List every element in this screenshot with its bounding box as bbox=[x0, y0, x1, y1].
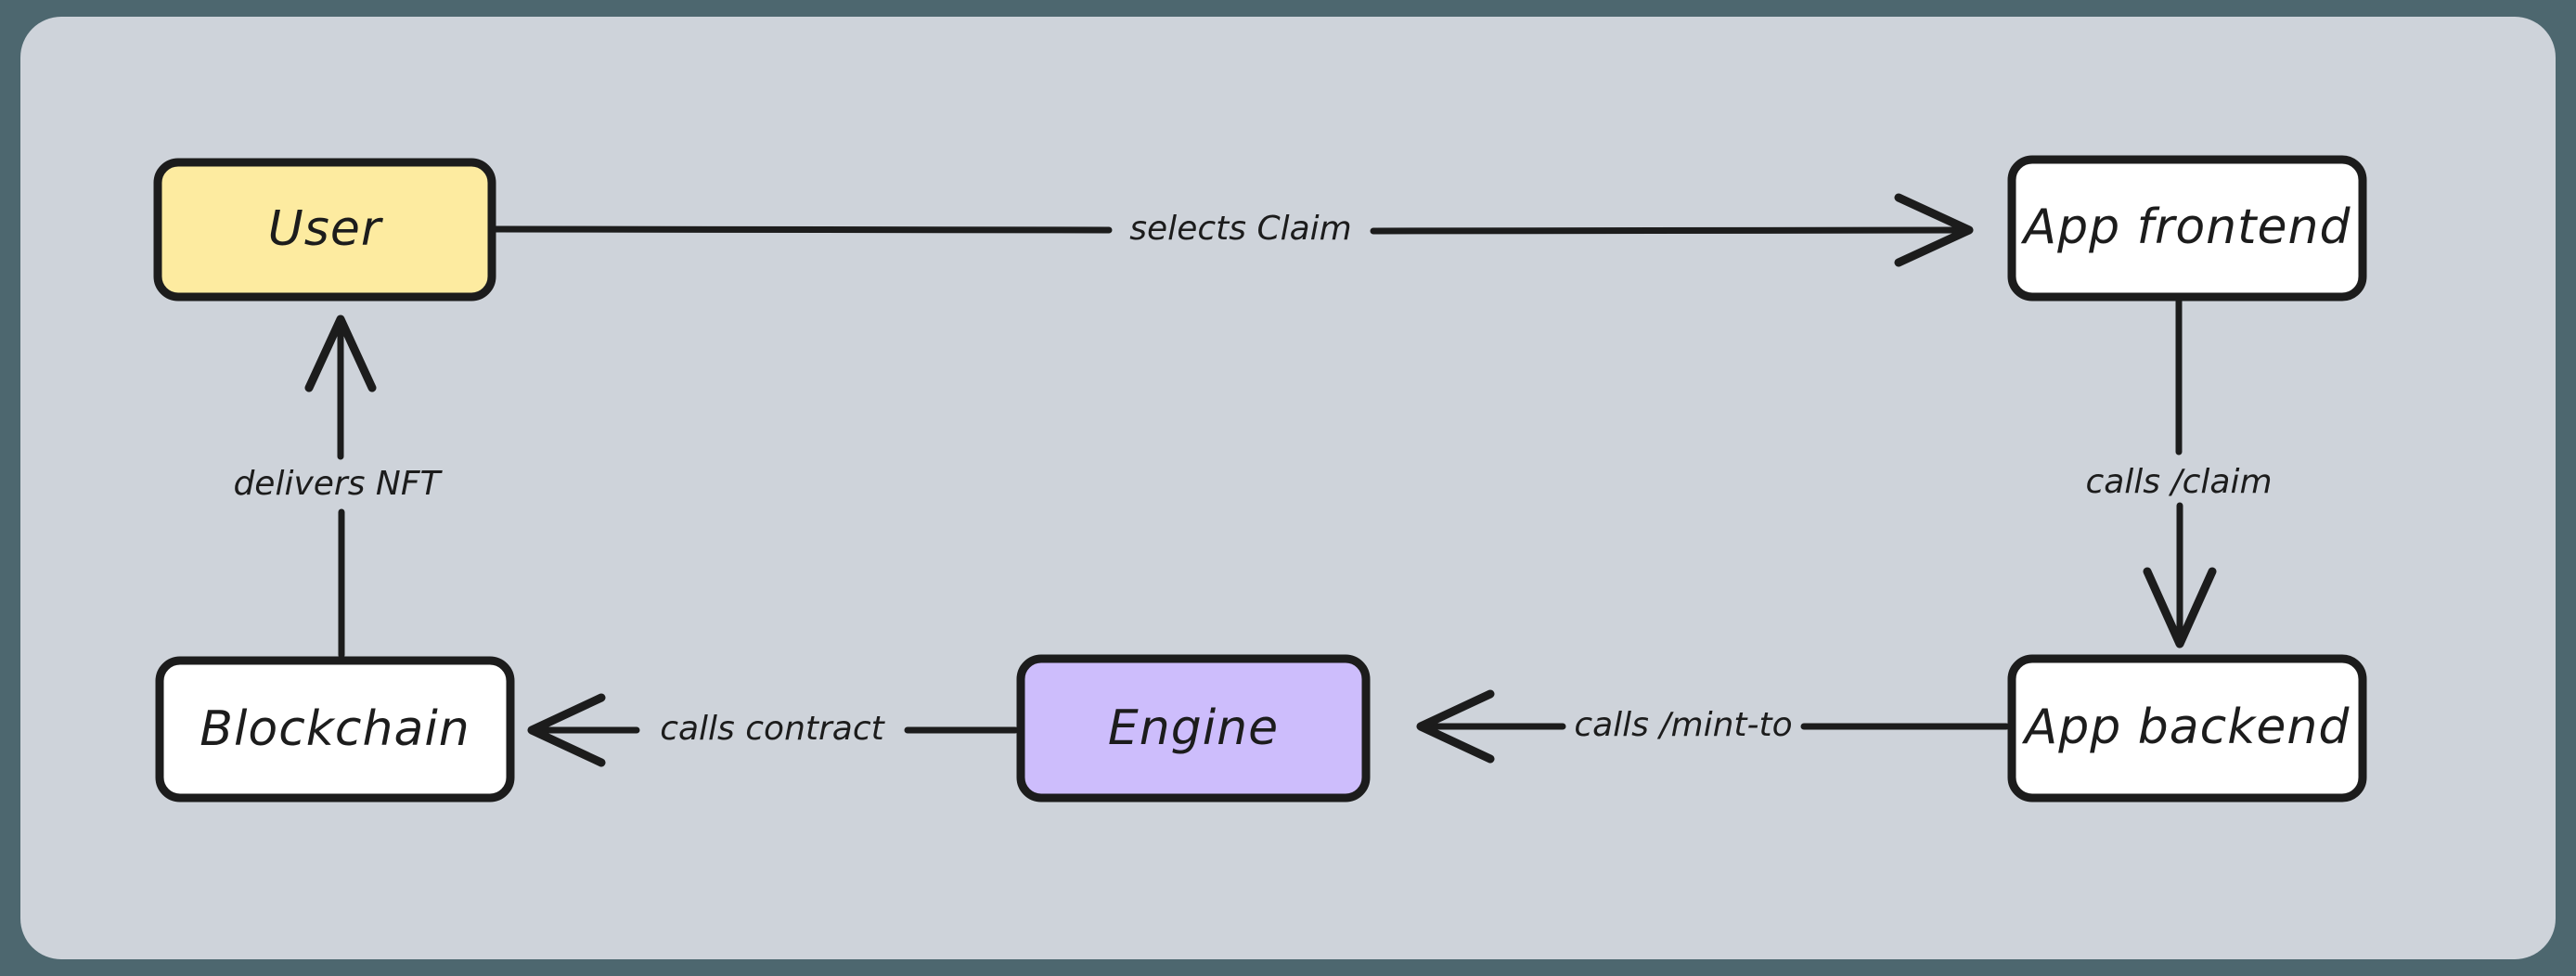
edge-blockchain-to-user: delivers NFT bbox=[233, 315, 444, 659]
edge-label-calls-contract: calls contract bbox=[660, 710, 885, 748]
edge-label-delivers-NFT: delivers NFT bbox=[233, 465, 443, 503]
arrow-head-up-user bbox=[304, 315, 377, 392]
edge-line-selects-claim bbox=[492, 225, 1969, 235]
node-blockchain[interactable]: Blockchain bbox=[155, 656, 515, 803]
edge-line-calls-claim bbox=[2175, 295, 2183, 642]
node-app-backend-label: App backend bbox=[2022, 700, 2351, 755]
node-app-frontend-label: App frontend bbox=[2021, 199, 2351, 255]
node-blockchain-label: Blockchain bbox=[200, 701, 470, 757]
edge-label-selects-claim: selects Claim bbox=[1129, 210, 1351, 248]
node-app-backend-shape[interactable] bbox=[2007, 654, 2367, 803]
edge-engine-to-blockchain: calls contract bbox=[527, 693, 1019, 767]
node-blockchain-shape[interactable] bbox=[155, 656, 515, 803]
node-user[interactable]: User bbox=[153, 158, 496, 302]
node-user-label: User bbox=[268, 201, 384, 257]
node-engine-shape[interactable] bbox=[1016, 654, 1371, 803]
edge-label-calls-mint-to: calls /mint-to bbox=[1574, 706, 1792, 744]
edge-app-backend-to-engine: calls /mint-to bbox=[1416, 689, 2010, 764]
edge-user-to-app-frontend: selects Claim bbox=[492, 193, 1974, 267]
node-app-frontend[interactable]: App frontend bbox=[2007, 155, 2367, 302]
arrow-head-down-backend bbox=[2143, 567, 2217, 649]
edge-app-frontend-to-app-backend: calls /claim bbox=[2085, 295, 2273, 649]
node-user-shape[interactable] bbox=[153, 158, 496, 302]
edge-label-calls-claim: calls /claim bbox=[2085, 463, 2272, 501]
arrow-head-left-engine bbox=[1416, 689, 1495, 764]
node-app-frontend-shape[interactable] bbox=[2007, 155, 2367, 302]
node-engine-label: Engine bbox=[1108, 700, 1279, 756]
node-app-backend[interactable]: App backend bbox=[2007, 654, 2367, 803]
arrow-head-left-blockchain bbox=[527, 693, 606, 767]
arrow-head-right-frontend bbox=[1894, 193, 1974, 267]
node-engine[interactable]: Engine bbox=[1016, 654, 1371, 803]
